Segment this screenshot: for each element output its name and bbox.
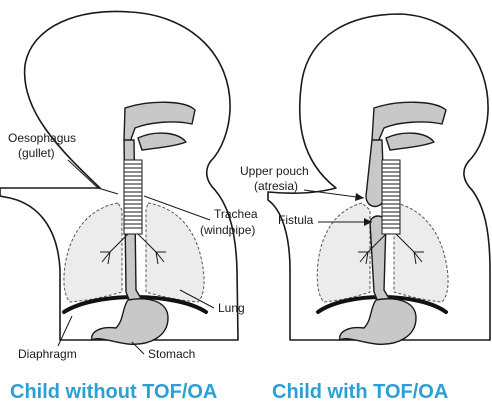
label-stomach: Stomach: [148, 347, 195, 361]
left-child-figure: Oesophagus (gullet) Trachea (windpipe) L…: [0, 11, 258, 361]
right-child-figure: Upper pouch (atresia) Fistula: [240, 14, 490, 344]
caption-right: Child with TOF/OA: [272, 381, 448, 403]
label-upper-pouch: Upper pouch: [240, 164, 309, 178]
label-lung: Lung: [218, 301, 245, 315]
label-fistula: Fistula: [278, 213, 314, 227]
label-upper-pouch-alt: (atresia): [254, 179, 298, 193]
caption-left: Child without TOF/OA: [10, 381, 217, 403]
label-diaphragm: Diaphragm: [18, 347, 77, 361]
label-oesophagus: Oesophagus: [8, 131, 76, 145]
label-oesophagus-alt: (gullet): [18, 146, 55, 160]
label-trachea-alt: (windpipe): [200, 223, 255, 237]
label-trachea: Trachea: [214, 207, 258, 221]
